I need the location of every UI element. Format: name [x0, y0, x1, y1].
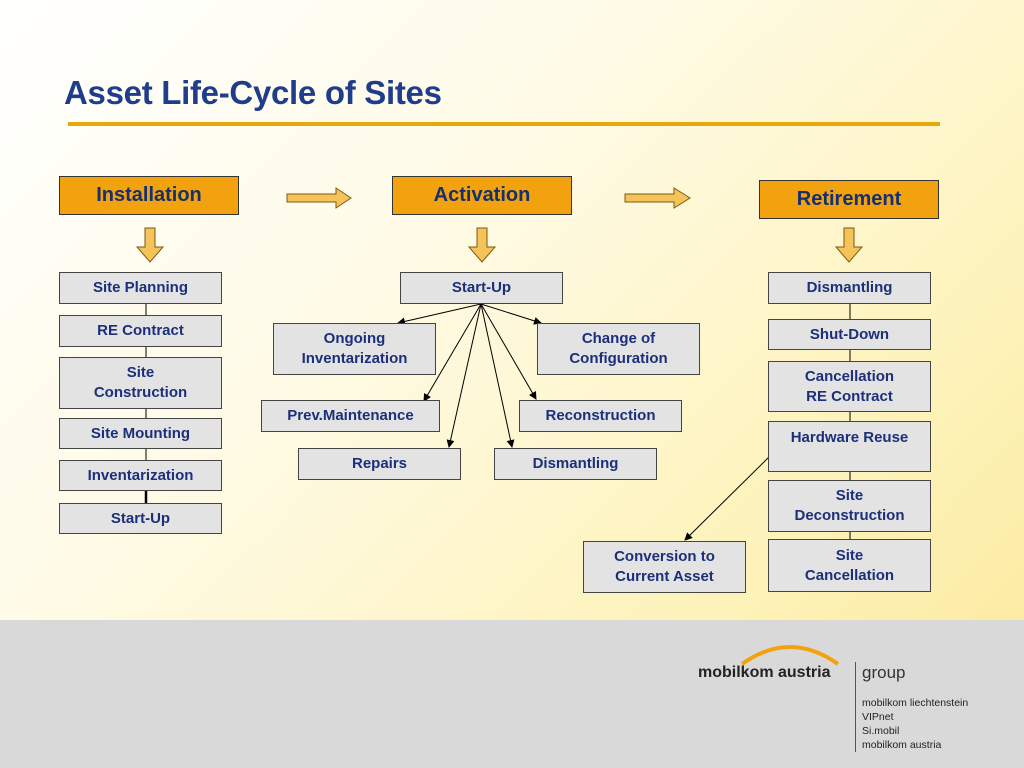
arrow-down-retirement — [834, 227, 864, 263]
company-name: VIPnet — [862, 711, 894, 723]
activation-child: Change of Configuration — [537, 323, 700, 375]
footer-band — [0, 620, 1024, 768]
slide-title: Asset Life-Cycle of Sites — [64, 74, 442, 111]
phase-installation: Installation — [59, 176, 239, 215]
title-underline — [68, 122, 940, 126]
installation-step: Site Mounting — [59, 418, 222, 449]
retirement-step: Site Cancellation — [768, 539, 931, 592]
retirement-step: Hardware Reuse — [768, 421, 931, 472]
installation-step: Site Planning — [59, 272, 222, 304]
retirement-step: Dismantling — [768, 272, 931, 304]
retirement-step: Site Deconstruction — [768, 480, 931, 532]
activation-child: Reconstruction — [519, 400, 682, 432]
company-name: Si.mobil — [862, 725, 900, 737]
phase-activation: Activation — [392, 176, 572, 215]
conversion-box: Conversion to Current Asset — [583, 541, 746, 593]
installation-step: Site Construction — [59, 357, 222, 409]
retirement-step: Cancellation RE Contract — [768, 361, 931, 412]
arrow-down-installation — [135, 227, 165, 263]
arrow-down-activation — [467, 227, 497, 263]
installation-step: Inventarization — [59, 460, 222, 491]
retirement-step: Shut-Down — [768, 319, 931, 350]
company-name: mobilkom liechtenstein — [862, 697, 969, 709]
installation-step: RE Contract — [59, 315, 222, 347]
brand-name: mobilkom austria — [698, 664, 831, 681]
activation-child: Ongoing Inventarization — [273, 323, 436, 375]
installation-step: Start-Up — [59, 503, 222, 534]
activation-child: Repairs — [298, 448, 461, 480]
arrow-installation-to-activation — [286, 187, 352, 209]
activation-child: Dismantling — [494, 448, 657, 480]
brand-group: group — [862, 663, 906, 682]
activation-child: Prev.Maintenance — [261, 400, 440, 432]
company-name: mobilkom austria — [862, 739, 942, 751]
arrow-activation-to-retirement — [624, 187, 691, 209]
phase-retirement: Retirement — [759, 180, 939, 219]
brand-divider — [855, 662, 856, 752]
brand-companies: mobilkom liechtenstein VIPnet Si.mobil m… — [862, 696, 968, 752]
activation-root: Start-Up — [400, 272, 563, 304]
